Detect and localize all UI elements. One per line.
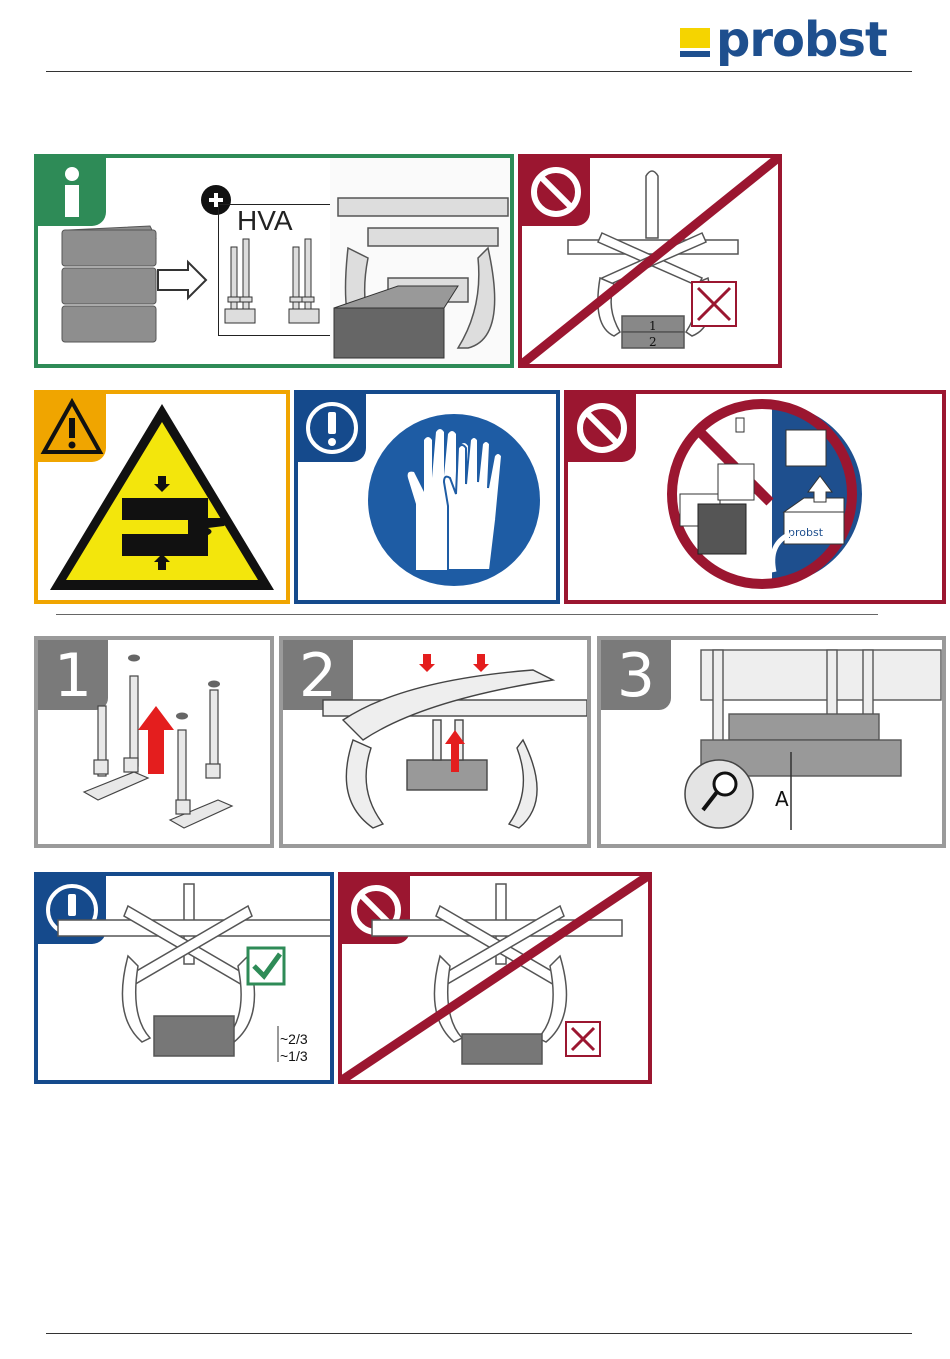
header-rule (46, 71, 912, 72)
gripper-illustration (38, 158, 510, 364)
step-2-panel: 2 (279, 636, 591, 848)
gripper-stacked-illustration: 1 2 (522, 158, 778, 364)
section-rule (56, 614, 878, 615)
step-1-panel: 1 (34, 636, 274, 848)
footer-rule (46, 1333, 912, 1334)
no-load-illustration: probst (568, 394, 942, 600)
prohibit-load-panel: probst (564, 390, 946, 604)
cross-box-icon (566, 1022, 600, 1056)
info-panel: HVA (34, 154, 514, 368)
brand-name: probst (716, 10, 887, 70)
correct-grip-panel: ~2/3 ~1/3 (34, 872, 334, 1084)
step-3-illustration: A (601, 640, 942, 844)
box-label: probst (788, 526, 824, 539)
step-1-illustration (38, 640, 270, 844)
layer-label-2: 2 (649, 335, 657, 349)
cross-box-icon (692, 282, 736, 326)
ratio-upper-label: ~2/3 (280, 1031, 308, 1047)
brand-logo: probst (680, 18, 906, 68)
gloves-icon (298, 394, 556, 600)
hand-crush-icon (38, 394, 286, 600)
step-2-illustration (283, 640, 587, 844)
check-box-icon (248, 948, 284, 984)
ratio-lower-label: ~1/3 (280, 1048, 308, 1064)
logo-yellow-bar (680, 28, 710, 48)
wrong-grip-panel (338, 872, 652, 1084)
arrow-up-icon (138, 706, 174, 774)
hand-crush-warning-panel (34, 390, 290, 604)
wear-gloves-panel (294, 390, 560, 604)
logo-blue-bar (680, 51, 710, 57)
layer-label-1: 1 (649, 319, 657, 333)
step-3-panel: 3 A (597, 636, 946, 848)
magnifier-icon (685, 760, 753, 828)
wrong-grip-illustration (342, 876, 648, 1080)
dimension-label: A (775, 787, 789, 811)
prohibit-stacked-layers-panel: 1 2 (518, 154, 782, 368)
